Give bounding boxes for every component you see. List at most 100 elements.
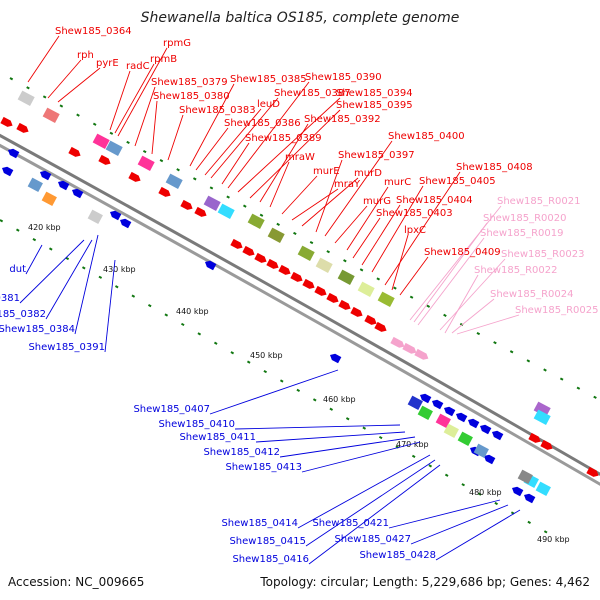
kbp-tick-label: 420 kbp [28, 223, 61, 232]
forward-gene-arrow [290, 271, 303, 282]
reverse-gene-arrow [72, 188, 84, 199]
forward-gene-label: Shew185_0390 [305, 72, 382, 83]
forward-leader-line [391, 234, 409, 291]
reverse-leader-line [25, 244, 43, 275]
forward-leader-line [352, 217, 381, 259]
forward-gene-block [42, 107, 60, 123]
forward-gene-label: Shew185_0409 [424, 247, 501, 258]
reverse-gene-block [535, 481, 551, 497]
reverse-gene-label: Shew185_0421 [312, 518, 389, 529]
forward-leader-line [27, 35, 60, 83]
forward-gene-arrow [242, 245, 255, 256]
rna-gene-label: Shew185_R0020 [483, 213, 567, 224]
forward-gene-block [337, 269, 355, 285]
reverse-gene-block [435, 413, 451, 429]
forward-gene-arrow [254, 252, 267, 263]
forward-gene-label: Shew185_0408 [456, 162, 533, 173]
forward-leader-line [259, 123, 309, 203]
reverse-gene-label: Shew185_0416 [232, 554, 309, 565]
forward-gene-block [137, 155, 155, 171]
forward-gene-arrow [314, 285, 327, 296]
reverse-gene-arrow [484, 454, 496, 465]
reverse-gene-arrow [110, 210, 122, 221]
reverse-gene-label: Shew185_0381 [0, 293, 20, 304]
reverse-gene-label: Shew185_0391 [28, 342, 105, 353]
forward-gene-arrow [128, 171, 141, 182]
rna-gene-arrow [390, 336, 405, 348]
forward-leader-line [117, 47, 168, 137]
reverse-gene-arrow [420, 393, 432, 404]
reverse-gene-arrow [512, 486, 524, 497]
forward-leader-line [210, 97, 279, 179]
forward-leader-line [281, 175, 318, 215]
reverse-leader-line [410, 504, 509, 545]
reverse-gene-arrow [120, 218, 132, 229]
forward-gene-arrow [540, 439, 553, 450]
forward-leader-line [399, 256, 429, 296]
forward-gene-arrow [338, 299, 351, 310]
reverse-leader-line [297, 454, 431, 529]
forward-gene-arrow [230, 238, 243, 249]
forward-gene-arrow [68, 146, 81, 157]
reverse-gene-arrow [8, 148, 20, 159]
reverse-gene-block [457, 431, 473, 447]
reverse-gene-arrow [205, 260, 217, 271]
forward-gene-arrow [266, 258, 279, 269]
reverse-gene-arrow [480, 424, 492, 435]
forward-gene-arrow [528, 432, 541, 443]
feature-layer [0, 90, 599, 504]
reverse-gene-block [407, 395, 423, 411]
rna-leader-line [456, 314, 520, 335]
forward-gene-arrow [278, 264, 291, 275]
forward-gene-block [533, 409, 551, 425]
reverse-gene-label: Shew185_0414 [221, 518, 298, 529]
kbp-tick-label: 470 kbp [396, 440, 429, 449]
forward-leader-line [384, 171, 461, 286]
forward-leader-line [204, 108, 262, 176]
forward-gene-arrow [194, 206, 207, 217]
rna-leader-line [451, 298, 495, 334]
forward-leader-line [371, 185, 424, 273]
forward-gene-block [17, 90, 35, 106]
forward-gene-block [217, 203, 235, 219]
reverse-leader-line [279, 436, 416, 458]
forward-gene-label: Shew185_0404 [396, 195, 473, 206]
reverse-gene-label: Shew185_0412 [203, 447, 280, 458]
kbp-tick-label: 490 kbp [537, 535, 570, 544]
forward-leader-line [57, 67, 101, 103]
forward-gene-block [165, 173, 183, 189]
forward-gene-label: rpmG [163, 38, 191, 49]
reverse-gene-label: Shew185_0415 [229, 536, 306, 547]
forward-gene-block [247, 213, 265, 229]
forward-leader-line [249, 109, 341, 199]
forward-gene-block [533, 401, 551, 417]
reverse-gene-arrow [40, 170, 52, 181]
rna-leader-line [417, 237, 485, 326]
forward-gene-label: murG [363, 196, 391, 207]
reverse-leader-line [45, 239, 93, 320]
reverse-gene-arrow [456, 412, 468, 423]
forward-gene-label: murD [354, 168, 382, 179]
accession-text: Accession: NC_009665 [8, 575, 144, 589]
forward-gene-label: Shew185_0394 [336, 88, 413, 99]
forward-gene-arrow [180, 199, 193, 210]
reverse-gene-label: Shew185_0384 [0, 324, 75, 335]
rna-gene-label: Shew185_R0024 [490, 289, 574, 300]
reverse-gene-label: Shew185_0407 [133, 404, 210, 415]
reverse-gene-label: Shew185_0413 [225, 462, 302, 473]
forward-leader-line [315, 159, 343, 233]
forward-gene-label: mraW [285, 152, 315, 163]
reverse-gene-arrow [2, 166, 14, 177]
forward-leader-line [291, 188, 339, 221]
forward-leader-line [346, 186, 389, 251]
reverse-leader-line [19, 239, 85, 304]
reverse-gene-arrow [432, 399, 444, 410]
forward-leader-line [237, 97, 341, 193]
forward-gene-label: Shew185_0387 [274, 88, 351, 99]
forward-leader-line [151, 100, 158, 155]
forward-leader-line [324, 140, 393, 237]
forward-leader-line [167, 114, 184, 161]
rna-gene-label: Shew185_R0022 [474, 265, 558, 276]
forward-gene-label: Shew185_0395 [336, 100, 413, 111]
